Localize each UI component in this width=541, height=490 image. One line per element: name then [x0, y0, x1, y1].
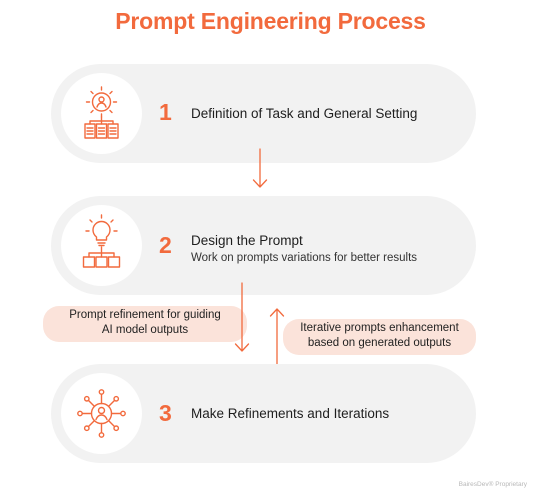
- refinement-note-line1: Prompt refinement for guiding: [69, 309, 221, 321]
- iteration-note-line2: based on generated outputs: [307, 337, 452, 349]
- step-1-label: Definition of Task and General Setting: [191, 106, 418, 121]
- step-2-sublabel: Work on prompts variations for better re…: [191, 252, 418, 264]
- down-arrow-icon: [252, 148, 268, 188]
- step-1-card: 1 Definition of Task and General Setting: [51, 64, 476, 163]
- refinement-down-arrow-icon: [234, 282, 250, 352]
- step-3-number: 3: [159, 400, 172, 426]
- step-2-number: 2: [159, 232, 172, 258]
- step-3-label: Make Refinements and Iterations: [191, 406, 390, 421]
- step-2-card: 2 Design the Prompt Work on prompts vari…: [51, 196, 476, 295]
- person-network-icon: [61, 373, 142, 454]
- watermark: BairesDev® Proprietary: [458, 481, 527, 488]
- iteration-note-line1: Iterative prompts enhancement: [300, 322, 459, 334]
- step-1-number: 1: [159, 99, 172, 125]
- step-2-label: Design the Prompt: [191, 233, 303, 248]
- iteration-note: Iterative prompts enhancement based on g…: [283, 319, 476, 355]
- refinement-note: Prompt refinement for guiding AI model o…: [43, 306, 247, 342]
- page-title: Prompt Engineering Process: [115, 8, 426, 34]
- gear-person-documents-icon: [61, 73, 142, 154]
- refinement-note-line2: AI model outputs: [101, 324, 189, 336]
- lightbulb-hierarchy-icon: [61, 205, 142, 286]
- step-3-card: 3 Make Refinements and Iterations: [51, 364, 476, 463]
